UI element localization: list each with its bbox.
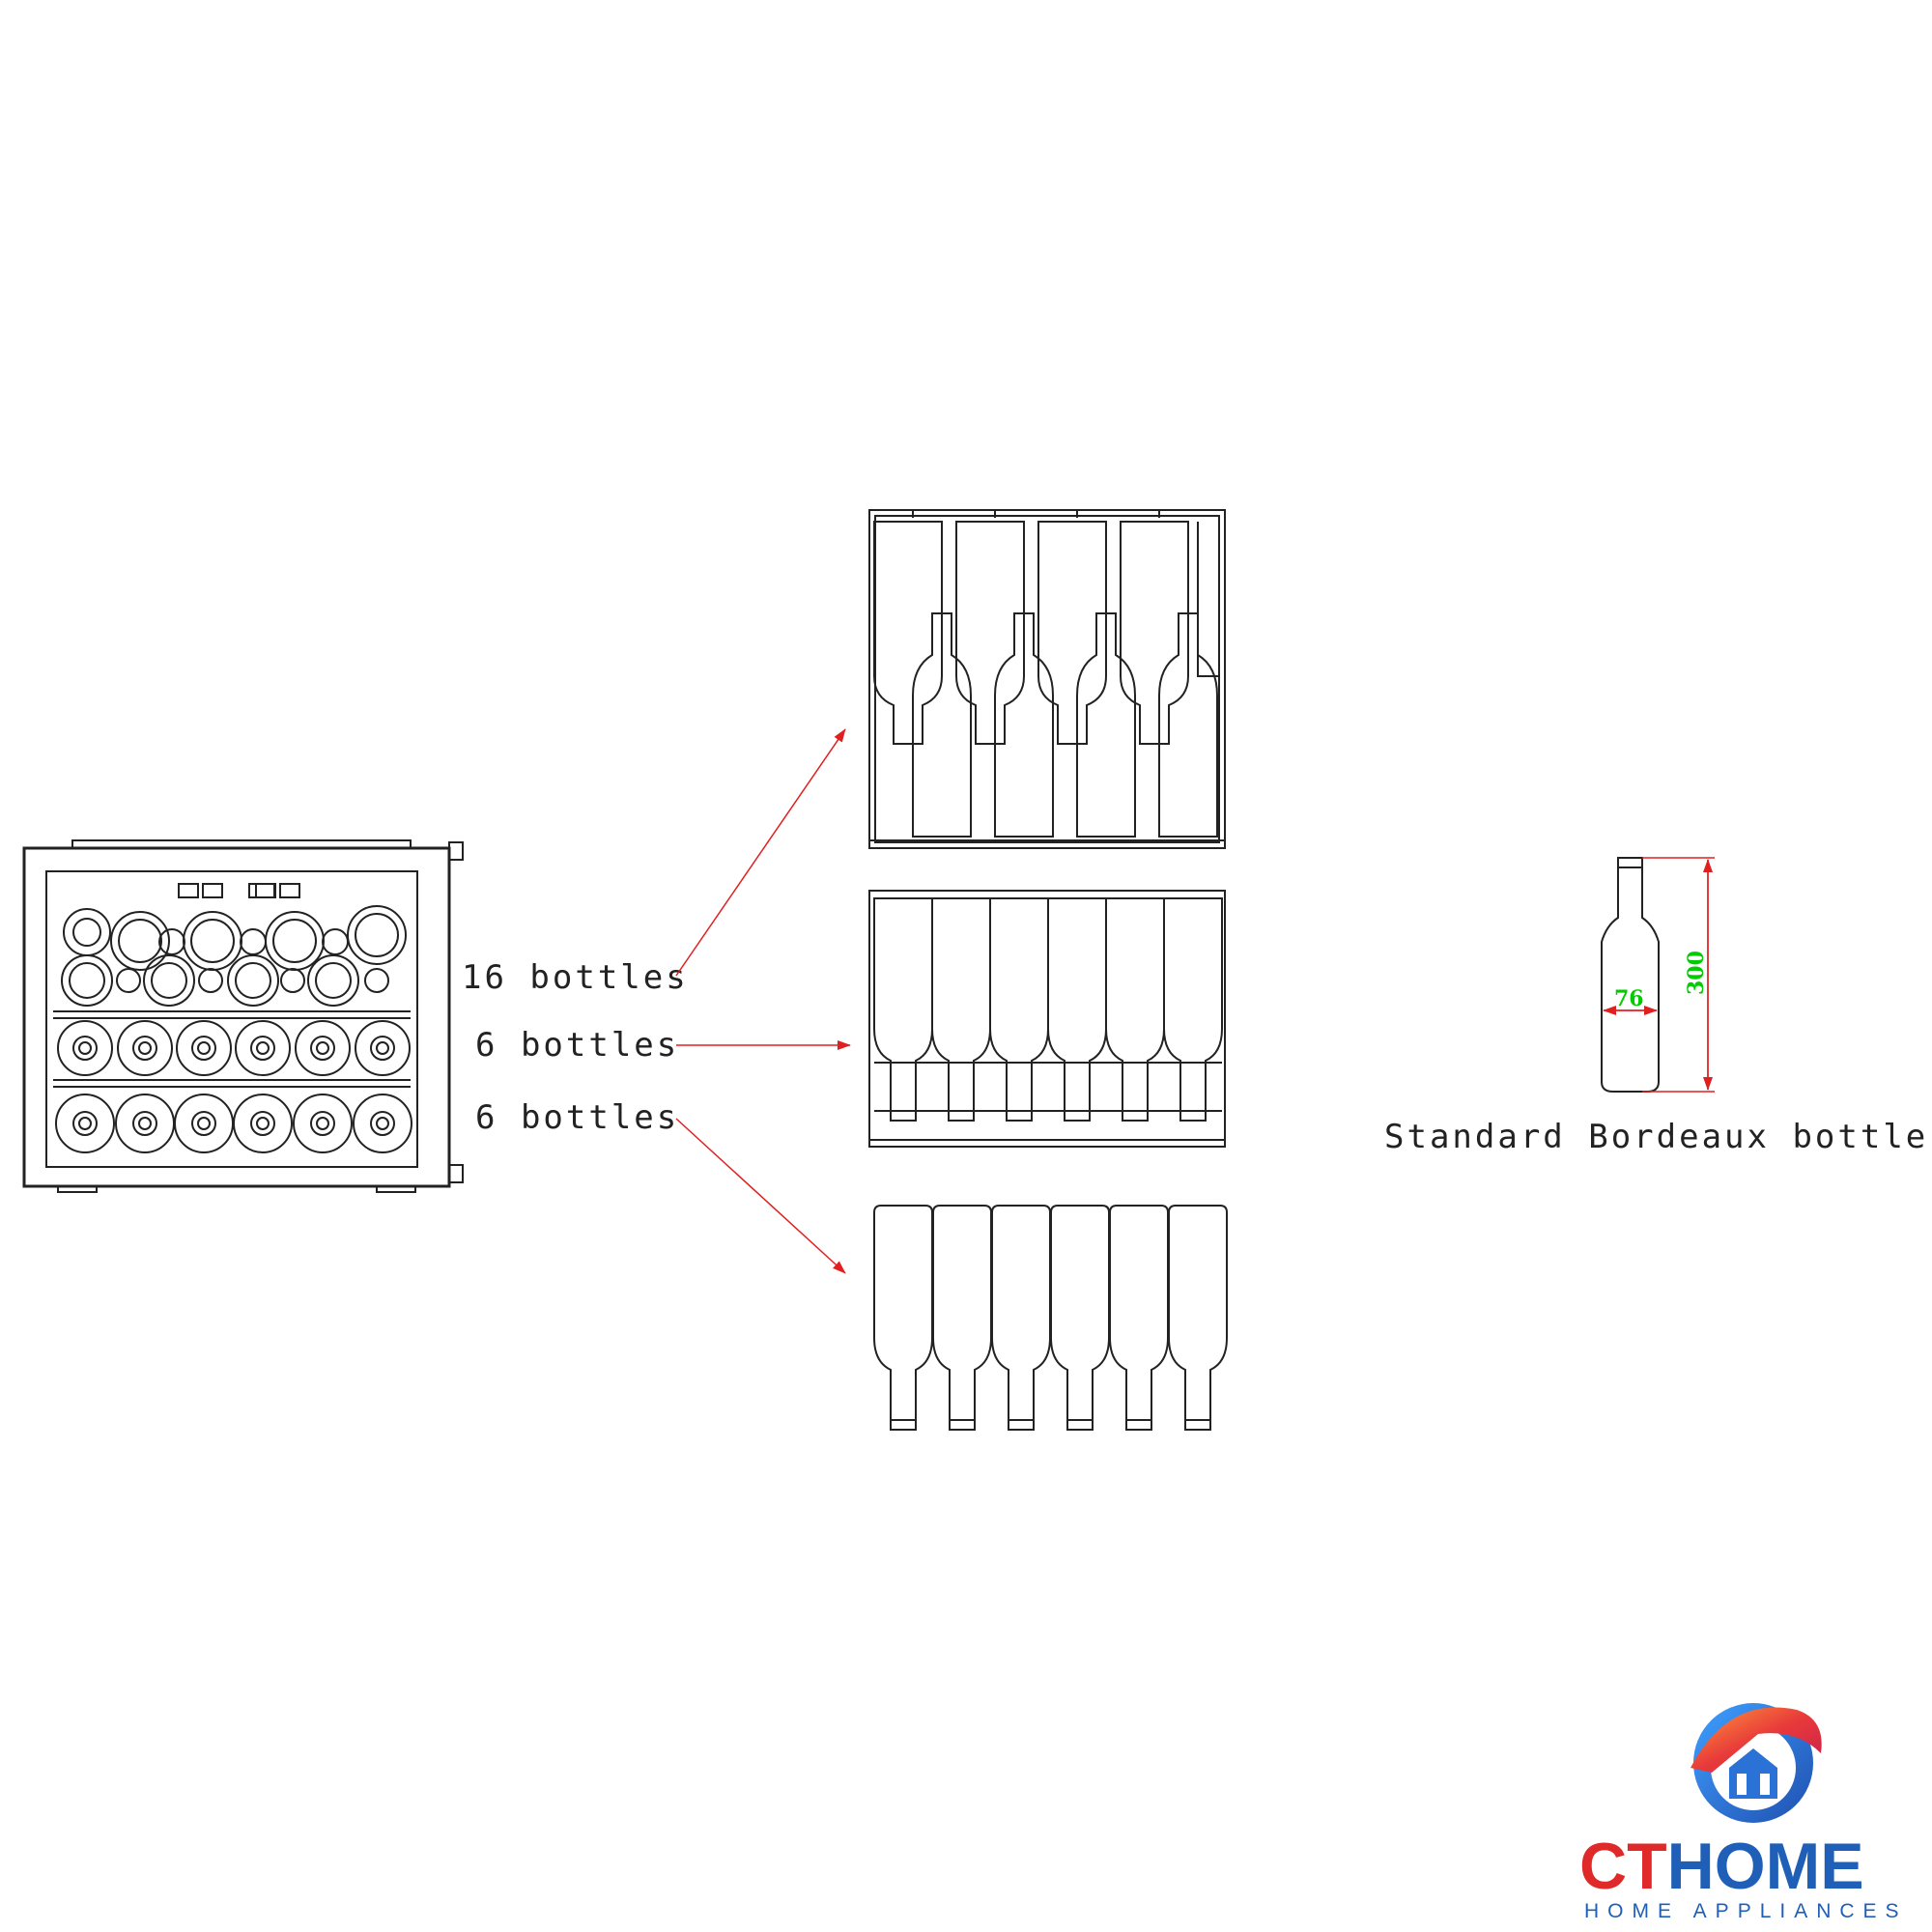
shelf-bottom-6-bottles <box>873 1205 1228 1431</box>
callout-arrows <box>675 728 851 1274</box>
bottom-shelf-bottle-ends <box>55 1094 412 1153</box>
cthome-logo: CTHOME HOME APPLIANCES <box>1579 1703 1908 1922</box>
middle-shelf-bottle-ends <box>57 1020 411 1076</box>
shelf-middle-6-bottles <box>868 890 1226 1148</box>
standard-bordeaux-bottle-drawing <box>1601 857 1660 1093</box>
svg-text:CTHOME: CTHOME <box>1579 1830 1864 1903</box>
house-icon <box>1690 1703 1822 1823</box>
arrow-to-bottom-shelf <box>675 1118 846 1274</box>
callout-label-16-bottles: 16 bottles <box>462 958 689 997</box>
callout-label-6-bottles-middle: 6 bottles <box>475 1026 679 1065</box>
bottle-dimension-lines <box>1603 857 1715 1093</box>
top-shelf-front-row <box>912 612 1218 838</box>
control-panel <box>178 883 300 898</box>
logo-text-ct: CT <box>1579 1830 1667 1903</box>
reference-bottle-caption: Standard Bordeaux bottle <box>1384 1118 1928 1156</box>
bottle-height-value: 300 <box>1684 951 1709 995</box>
wine-cooler-front <box>22 839 464 1193</box>
middle-shelf-bottles <box>873 897 1223 1122</box>
top-shelf-back-row <box>873 521 1219 745</box>
bottle-width-value: 76 <box>1614 986 1644 1011</box>
arrow-to-top-shelf <box>675 728 846 977</box>
top-shelf-bottle-ends <box>61 905 407 1007</box>
logo-text-home: HOME <box>1667 1830 1864 1903</box>
logo-tagline: HOME APPLIANCES <box>1584 1900 1908 1922</box>
shelf-top-16-bottles <box>868 509 1226 849</box>
callout-label-6-bottles-bottom: 6 bottles <box>475 1098 679 1137</box>
